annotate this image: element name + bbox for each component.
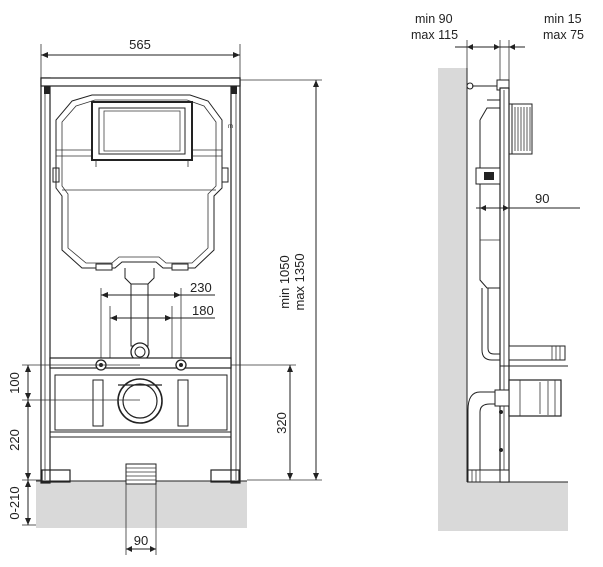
offset-max-label: max 75 bbox=[543, 28, 584, 42]
dim-100-label: 100 bbox=[7, 372, 22, 394]
cistern: m bbox=[52, 94, 233, 300]
spacing-230-label: 230 bbox=[190, 280, 212, 295]
pipe-depth-label: 90 bbox=[535, 191, 549, 206]
frame-left-post bbox=[40, 77, 51, 484]
side-drain-bend bbox=[467, 379, 562, 471]
offset-min-label: min 15 bbox=[544, 12, 582, 26]
drain-pipe bbox=[125, 463, 157, 485]
front-view: 565 m bbox=[7, 37, 322, 555]
svg-text:m: m bbox=[228, 124, 233, 130]
spacing-180-label: 180 bbox=[192, 303, 214, 318]
drain-outlet bbox=[117, 378, 163, 424]
height-min-label: min 1050 bbox=[277, 255, 292, 308]
side-flush-connector bbox=[511, 103, 533, 155]
flush-pipe bbox=[130, 283, 149, 347]
dim-320-label: 320 bbox=[274, 412, 289, 434]
side-view: min 90 max 115 min 15 max 75 bbox=[411, 12, 584, 531]
floor-block bbox=[36, 481, 247, 528]
depth-min-label: min 90 bbox=[415, 12, 453, 26]
mounting-rail bbox=[49, 357, 232, 369]
dim-220-label: 220 bbox=[7, 429, 22, 451]
width-label: 565 bbox=[129, 37, 151, 52]
dim-0-210-label: 0-210 bbox=[7, 486, 22, 519]
depth-max-label: max 115 bbox=[411, 28, 458, 42]
foot-width-label: 90 bbox=[134, 533, 148, 548]
side-floor-block bbox=[438, 482, 568, 531]
frame-right-post bbox=[230, 77, 241, 484]
wall-block bbox=[438, 68, 467, 531]
height-max-label: max 1350 bbox=[292, 253, 307, 310]
side-frame-post bbox=[499, 87, 510, 483]
frame-top-rail bbox=[40, 77, 241, 87]
